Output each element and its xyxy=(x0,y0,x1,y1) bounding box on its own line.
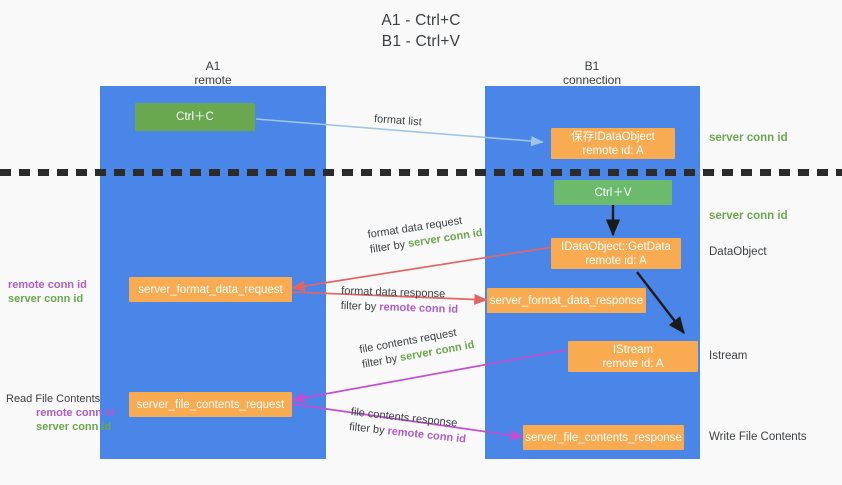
filter-by-prefix-4: filter by xyxy=(348,420,389,438)
box-server-format-data-response-label: server_format_data_response xyxy=(489,294,644,307)
lane-header-b1-role: connection xyxy=(562,73,622,87)
filter-by-prefix-2: filter by xyxy=(340,299,380,314)
left-note-read-file-contents: Read File Contents remote conn id server… xyxy=(6,392,115,434)
arrow-label-format-list-text: format list xyxy=(373,113,423,129)
lane-header-b1: B1 connection xyxy=(492,59,692,87)
box-server-file-contents-request[interactable]: server_file_contents_request xyxy=(129,392,292,417)
right-label-istream: Istream xyxy=(709,350,748,362)
box-server-file-contents-response[interactable]: server_file_contents_response xyxy=(523,425,684,450)
box-idataobject-getdata-line2: remote id: A xyxy=(585,254,647,267)
right-label-server-conn-top: server conn id xyxy=(709,132,788,144)
arrow-label-file-contents-response: file contents response filter by remote … xyxy=(348,405,468,447)
phase-divider xyxy=(0,169,842,176)
arrow-label-file-contents-request: file contents request filter by server c… xyxy=(358,323,476,373)
box-server-format-data-response[interactable]: server_format_data_response xyxy=(487,288,646,313)
box-server-file-contents-response-label: server_file_contents_response xyxy=(525,431,682,444)
lane-header-a1-name: A1 xyxy=(205,59,221,73)
right-label-write-file-contents: Write File Contents xyxy=(709,431,807,443)
box-server-format-data-request[interactable]: server_format_data_request xyxy=(129,277,292,302)
left-note-2-server: server conn id xyxy=(36,421,112,433)
box-istream-line2: remote id: A xyxy=(602,357,664,370)
left-note-1-remote: remote conn id xyxy=(8,279,87,291)
left-note-2-heading: Read File Contents xyxy=(6,393,101,405)
arrow-label-format-data-response-line2: filter by remote conn id xyxy=(341,299,459,318)
lane-header-b1-name: B1 xyxy=(584,59,600,73)
box-ctrl-v[interactable]: Ctrl＋V xyxy=(554,180,672,205)
title-line-1: A1 - Ctrl+C xyxy=(381,12,461,29)
arrow-label-format-data-request: format data request filter by server con… xyxy=(367,211,484,258)
box-idataobject-getdata-line1: IDataObject::GetData xyxy=(561,240,671,253)
arrow-label-format-list: format list xyxy=(373,112,422,130)
lane-header-a1-role: remote xyxy=(194,73,232,87)
title-line-2: B1 - Ctrl+V xyxy=(381,33,461,50)
left-note-format-data: remote conn id server conn id xyxy=(8,278,87,306)
box-idataobject-getdata[interactable]: IDataObject::GetData remote id: A xyxy=(551,238,681,269)
right-label-dataobject: DataObject xyxy=(709,246,767,258)
box-save-idataobject-line2: remote id: A xyxy=(582,144,644,157)
right-label-server-conn-mid: server conn id xyxy=(709,210,788,222)
box-ctrl-c[interactable]: Ctrl＋C xyxy=(135,103,255,131)
box-server-file-contents-request-label: server_file_contents_request xyxy=(136,398,285,411)
lane-header-a1: A1 remote xyxy=(113,59,313,87)
arrow-label-format-data-response: format data response filter by remote co… xyxy=(341,284,459,318)
box-istream-line1: IStream xyxy=(612,343,654,356)
left-note-2-remote: remote conn id xyxy=(36,407,115,419)
filter-key-remote-1: remote conn id xyxy=(379,301,459,316)
page-title: A1 - Ctrl+C B1 - Ctrl+V xyxy=(0,10,842,52)
box-ctrl-v-label: Ctrl＋V xyxy=(594,186,632,199)
box-save-idataobject[interactable]: 保存IDataObject remote id: A xyxy=(551,128,675,159)
box-save-idataobject-line1: 保存IDataObject xyxy=(571,130,655,143)
box-ctrl-c-label: Ctrl＋C xyxy=(176,111,214,123)
left-note-1-server: server conn id xyxy=(8,293,84,305)
box-server-format-data-request-label: server_format_data_request xyxy=(138,283,283,296)
box-istream[interactable]: IStream remote id: A xyxy=(568,341,698,372)
